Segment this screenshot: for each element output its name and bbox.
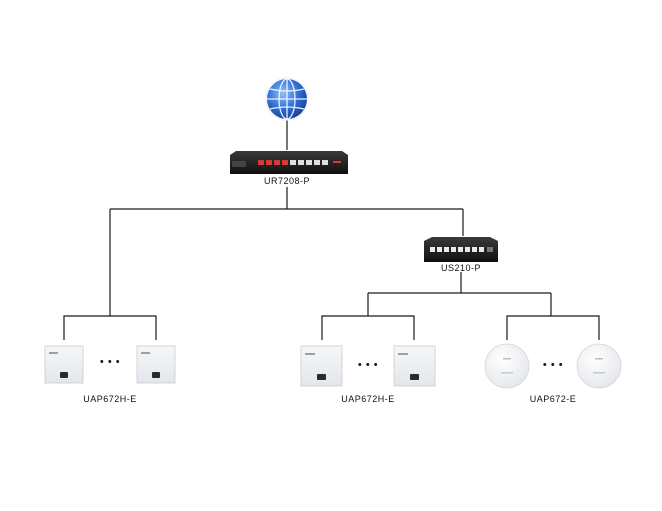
wall-plate-ap-icon	[136, 345, 176, 384]
wall-plate-ap-icon	[44, 345, 84, 384]
wall-plate-ap-icon	[393, 345, 436, 387]
link-middle-group-bracket	[321, 315, 415, 340]
link-right-group-bracket	[506, 315, 600, 340]
ceiling-ap-icon	[576, 343, 622, 389]
left-group-ellipsis: • • •	[99, 356, 121, 368]
router-icon	[230, 151, 348, 174]
globe-icon	[265, 77, 309, 121]
left-group-label: UAP672H-E	[83, 394, 137, 404]
link-left-group-bracket	[63, 315, 157, 340]
switch-icon	[424, 237, 498, 262]
router-label: UR7208-P	[263, 176, 311, 186]
right-group-ellipsis: • • •	[542, 359, 564, 371]
wall-plate-ap-icon	[300, 345, 343, 387]
connectors	[63, 120, 600, 340]
switch-label: US210-P	[440, 263, 482, 273]
ceiling-ap-icon	[484, 343, 530, 389]
middle-group-label: UAP672H-E	[341, 394, 395, 404]
middle-group-ellipsis: • • •	[357, 359, 379, 371]
right-group-label: UAP672-E	[529, 394, 577, 404]
